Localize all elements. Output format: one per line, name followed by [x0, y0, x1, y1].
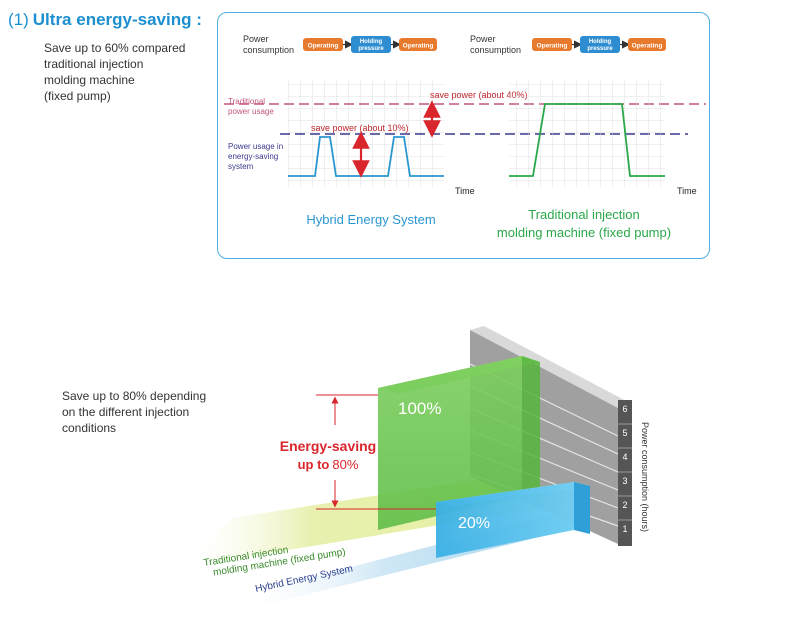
traditional-stage-operating-1-label: Operating — [537, 43, 568, 50]
wall-tick-dividers — [618, 423, 632, 521]
traditional-power-consumption-label: Power consumption — [470, 34, 522, 55]
traditional-stage-operating-2-label: Operating — [632, 43, 663, 50]
hybrid-power-consumption-label: Power consumption — [243, 34, 295, 55]
hybrid-stage-holding — [351, 36, 391, 53]
blue-block-side — [574, 482, 590, 534]
traditional-stage-operating-1 — [532, 38, 572, 51]
wall-tick-labels: 1 2 3 4 5 6 — [622, 404, 627, 534]
traditional-time-axis-label: Time — [677, 186, 697, 196]
wall-tick-3: 3 — [622, 476, 627, 486]
wall-tick-6: 6 — [622, 404, 627, 414]
comparison-panel — [217, 12, 710, 259]
save-40-label: save power (about 40%) — [430, 90, 528, 100]
wall-axis-label: Power consumption (hours) — [640, 422, 650, 532]
hybrid-stage-operating-1-label: Operating — [308, 43, 339, 50]
wall-tick-5: 5 — [622, 428, 627, 438]
wall-top — [470, 326, 632, 408]
wall-tick-column — [618, 400, 632, 546]
hybrid-stage-holding-label-2: pressure — [358, 46, 384, 52]
hybrid-stage-operating-2-label: Operating — [403, 43, 434, 50]
wall-tick-2: 2 — [622, 500, 627, 510]
traditional-stage-holding-label-2: pressure — [587, 46, 613, 52]
green-block-side — [522, 356, 540, 500]
traditional-stage-holding — [580, 36, 620, 53]
traditional-power-curve — [509, 103, 665, 177]
green-value-label: 100% — [398, 399, 441, 418]
wall-tick-1: 1 — [622, 524, 627, 534]
save-10-label: save power (about 10%) — [311, 123, 409, 133]
energy-3d-description: Save up to 80% depending on the differen… — [62, 389, 207, 435]
traditional-chart: Operating Holding pressure Operating Tim… — [497, 36, 697, 240]
traditional-stage-holding-label-1: Holding — [589, 39, 612, 45]
hybrid-stage-operating-1 — [303, 38, 343, 51]
traditional-stage-operating-2 — [628, 38, 666, 51]
section-title: (1)Ultra energy-saving : — [8, 10, 202, 30]
green-block-front — [378, 356, 522, 530]
section-title-text: Ultra energy-saving : — [32, 10, 202, 29]
hybrid-stage-holding-label-1: Holding — [360, 39, 383, 45]
saving-text-1: Energy-saving — [280, 438, 376, 454]
hybrid-chart: Operating Holding pressure Operating sav… — [224, 36, 706, 227]
hybrid-time-axis-label: Time — [455, 186, 475, 196]
section-number: (1) — [8, 10, 29, 29]
energy-3d-illustration: 1 2 3 4 5 6 Power consumption (hours) 10… — [180, 326, 650, 612]
traditional-grid — [509, 80, 665, 188]
blue-value-label: 20% — [458, 515, 490, 532]
hybrid-stage-operating-2 — [399, 38, 437, 51]
blue-block-front — [436, 482, 574, 558]
section-description: Save up to 60% compared traditional inje… — [44, 41, 186, 103]
hybrid-caption: Hybrid Energy System — [306, 212, 435, 227]
wall-tick-4: 4 — [622, 452, 627, 462]
